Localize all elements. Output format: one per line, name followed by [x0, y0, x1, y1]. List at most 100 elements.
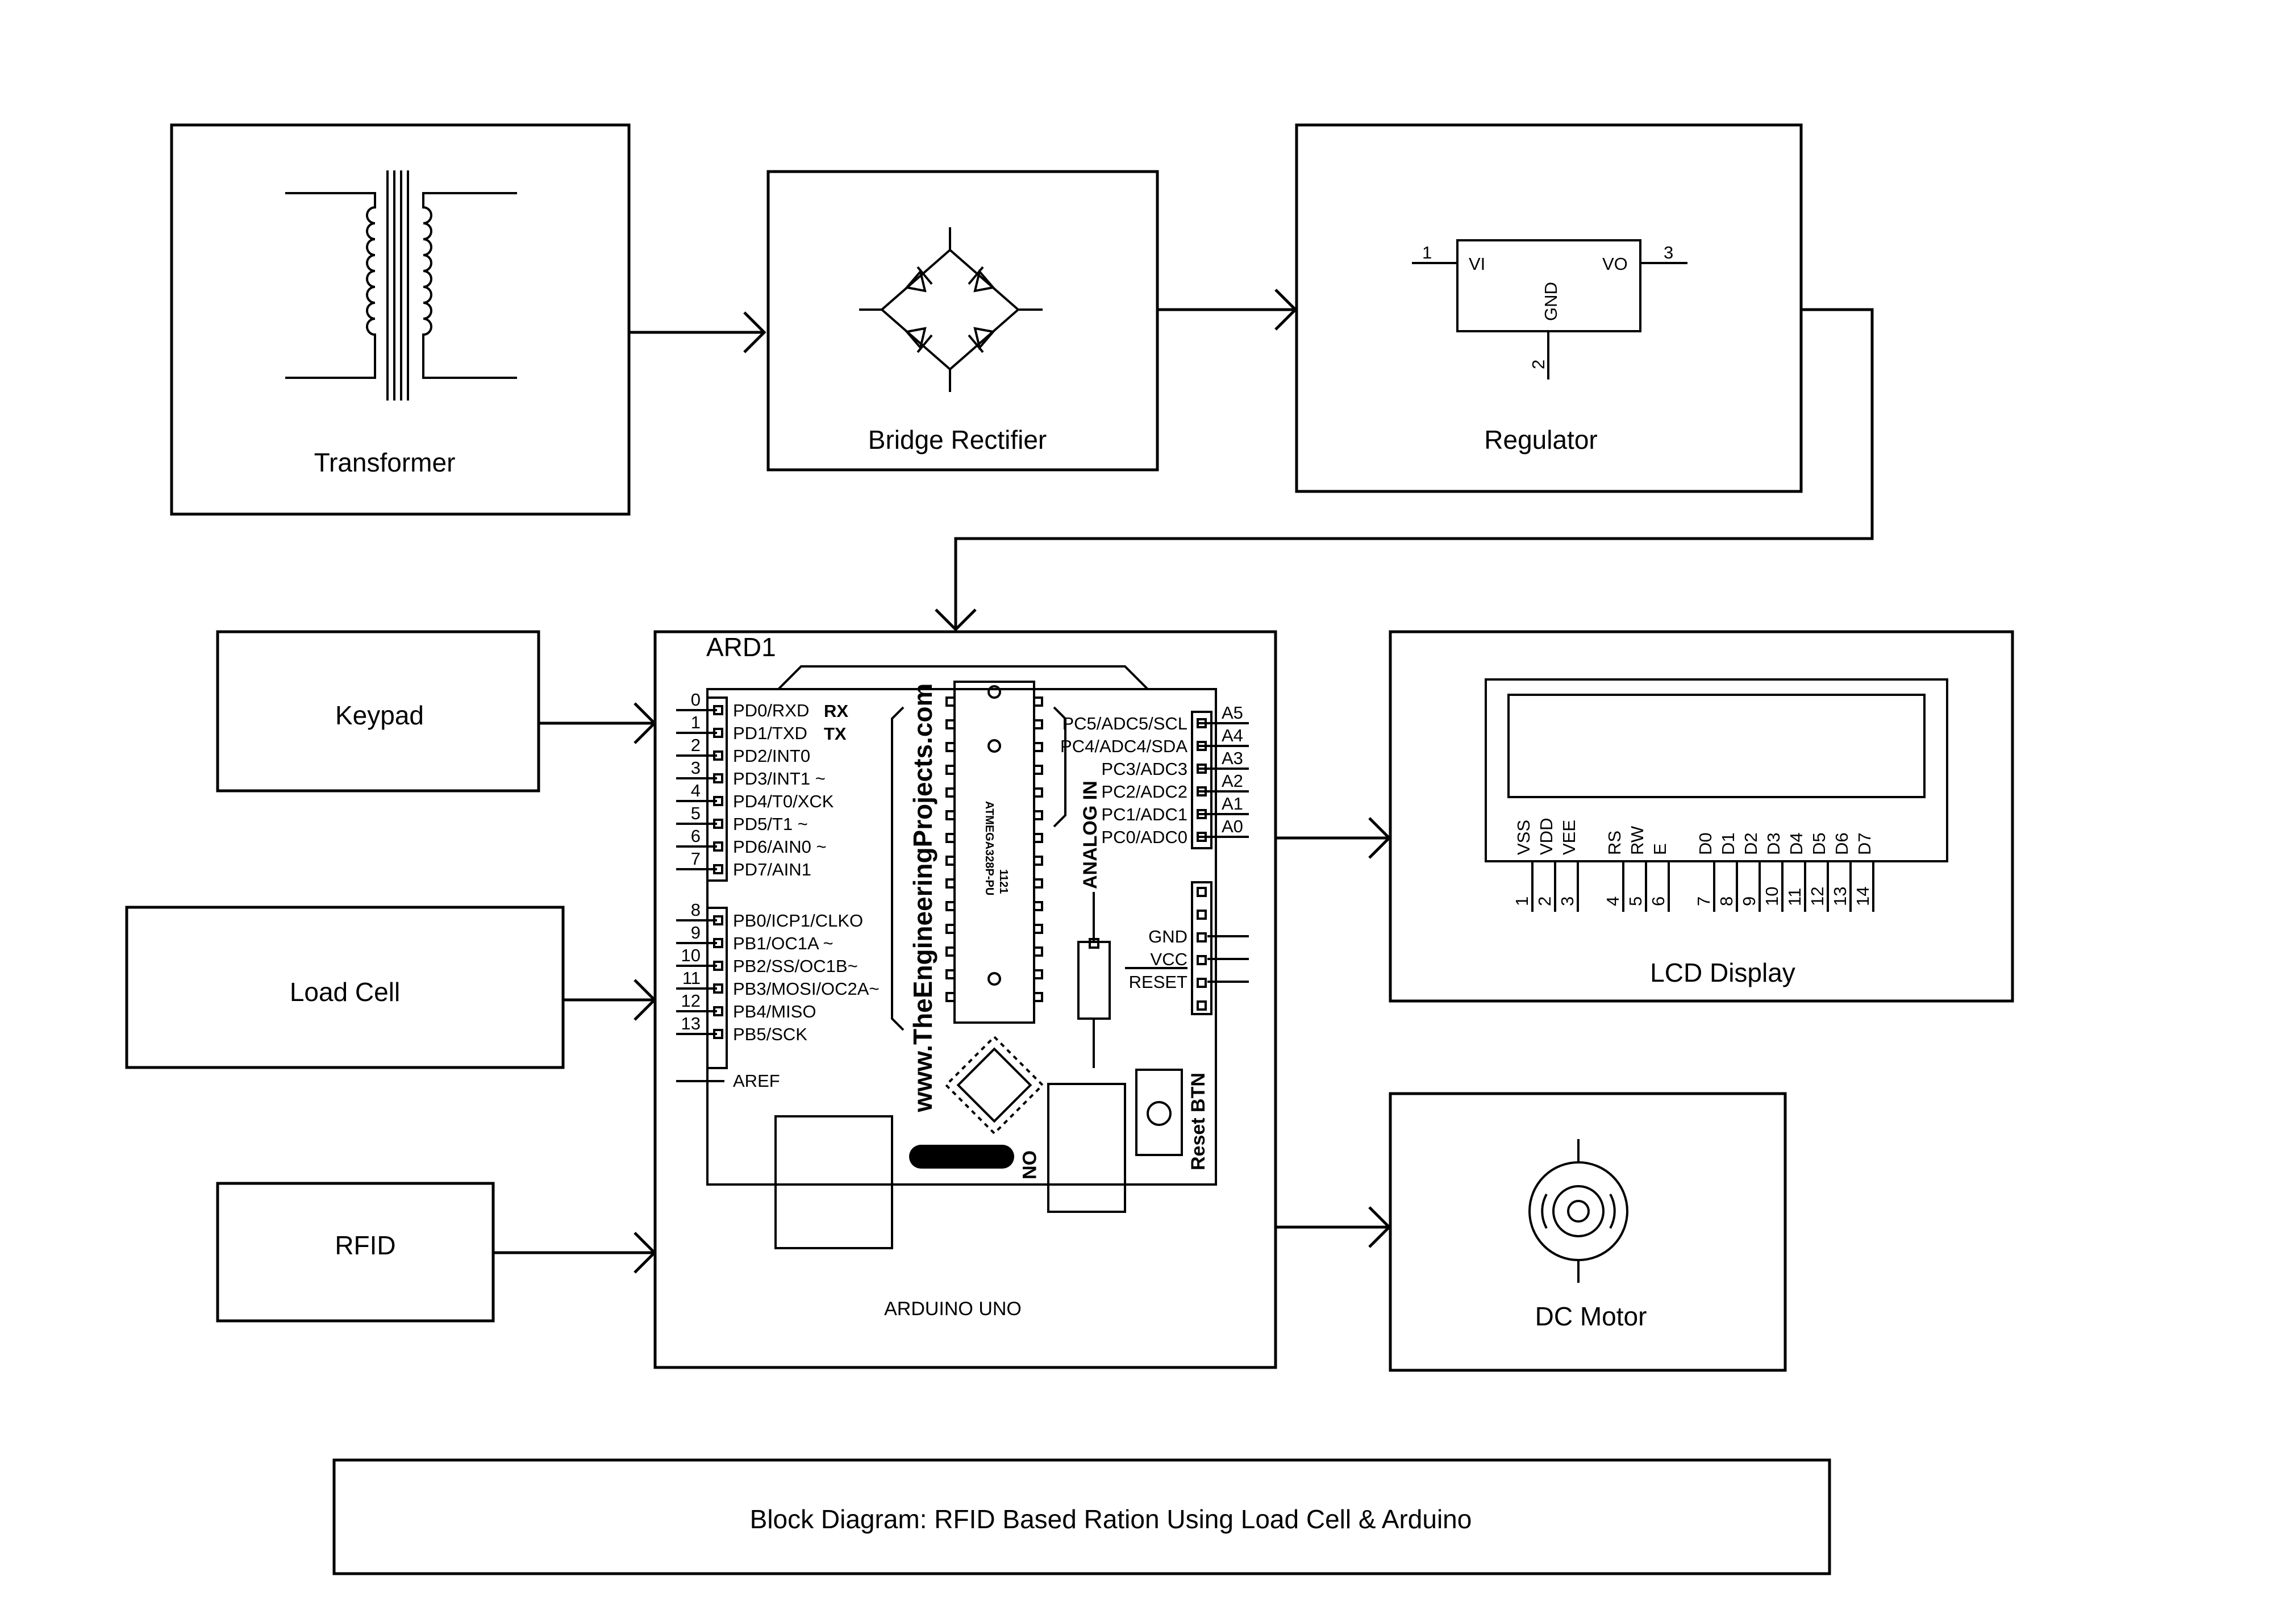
power-pin-label: GND: [1148, 927, 1187, 946]
lcd-pin-number: 11: [1785, 888, 1805, 906]
arrow-regulator-to-arduino: [935, 308, 1874, 632]
transformer-label: Transformer: [314, 448, 456, 477]
lcd-pin-number: 1: [1512, 896, 1532, 906]
regulator-pin-gnd: GND: [1541, 282, 1561, 321]
lcd-pin-e: E6: [1648, 843, 1670, 912]
crystal-component: [1077, 941, 1111, 1020]
chip-pin-right: [1033, 992, 1043, 1002]
digital-pin-label: PB4/MISO: [733, 1002, 816, 1021]
rx-label: RX: [824, 701, 848, 721]
digital-pin-label: PB1/OC1A ~: [733, 933, 834, 953]
digital-pin-number: 4: [691, 781, 701, 800]
analog-pin-number: A5: [1222, 703, 1243, 723]
regulator-icon: [1412, 239, 1687, 379]
lcd-pin-label: D1: [1718, 832, 1738, 855]
analog-pin-number: A0: [1222, 816, 1243, 836]
chip-pin-right: [1033, 878, 1043, 889]
lcd-pin-number: 12: [1807, 887, 1827, 906]
digital-pin-label: PD1/TXD: [733, 723, 807, 743]
arrow-load-cell-to-arduino: [563, 979, 657, 1021]
lcd-pin-label: D3: [1764, 832, 1784, 855]
lcd-pin-number: 4: [1603, 896, 1623, 906]
digital-pin-number: 5: [691, 803, 701, 823]
digital-pin-number: 11: [682, 968, 701, 988]
lcd-pin-rs: RS4: [1603, 831, 1624, 912]
bridge-rectifier-block: Bridge Rectifier: [766, 170, 1159, 472]
digital-pin-number: 9: [691, 923, 701, 942]
chip-pin-left: [945, 742, 956, 752]
lcd-pin-label: VSS: [1514, 820, 1534, 855]
lcd-pin-label: VDD: [1536, 818, 1556, 855]
usb-connector: [1047, 1083, 1126, 1213]
power-header-pin: [1197, 978, 1207, 988]
lcd-pin-label: E: [1650, 843, 1670, 855]
power-header-pin: [1197, 910, 1207, 920]
lcd-pin-header: VSS1VDD2VEE3RS4RW5E6D07D18D29D310D411D51…: [1512, 818, 1874, 912]
dc-motor-icon: [1528, 1139, 1628, 1283]
analog-pin-number: A3: [1222, 748, 1243, 768]
digital-pin-number: 3: [691, 758, 701, 778]
power-jack: [774, 1115, 893, 1249]
bridge-rectifier-label: Bridge Rectifier: [868, 425, 1047, 454]
chip-pin-right: [1033, 924, 1043, 934]
lcd-display-label: LCD Display: [1650, 958, 1795, 987]
chip-pin-left: [945, 856, 956, 866]
chip-pin-left: [945, 992, 956, 1002]
power-header-pin: [1197, 955, 1207, 965]
transformer-icon: [285, 170, 517, 401]
regulator-pin-vo: VO: [1602, 254, 1628, 274]
analog-pin-number: A2: [1222, 771, 1243, 791]
atmega-chip: [953, 681, 1035, 1024]
chip-pin-left: [945, 901, 956, 911]
digital-pin-number: 12: [681, 991, 701, 1011]
power-pin-reset: RESET: [1125, 967, 1249, 992]
chip-pin-left: [945, 787, 956, 798]
lcd-pin-d2: D29: [1739, 832, 1761, 912]
lcd-pin-d1: D18: [1716, 832, 1738, 912]
analog-pin-label: PC2/ADC2: [1101, 782, 1187, 802]
chip-code-label: 1121: [997, 869, 1010, 894]
lcd-pin-label: D6: [1832, 832, 1852, 855]
lcd-pin-label: D0: [1695, 832, 1715, 855]
chip-pin-right: [1033, 765, 1043, 775]
digital-pin-label: PB2/SS/OC1B~: [733, 956, 858, 976]
digital-pin-number: 10: [681, 945, 701, 965]
analog-in-label: ANALOG IN: [1080, 781, 1101, 889]
regulator-label: Regulator: [1484, 425, 1597, 454]
website-label: www.TheEngineeringProjects.com: [908, 683, 937, 1113]
digital-pin-label: PD6/AIN0 ~: [733, 837, 827, 857]
power-pin-label: VCC: [1151, 949, 1187, 969]
digital-pin-number: 1: [691, 712, 701, 732]
load-cell-label: Load Cell: [290, 977, 400, 1007]
digital-pin-label: PD3/INT1 ~: [733, 769, 826, 789]
lcd-pin-number: 9: [1739, 896, 1759, 906]
arrow-rfid-to-arduino: [493, 1232, 657, 1274]
lcd-pin-number: 3: [1557, 896, 1577, 906]
lcd-pin-label: D5: [1809, 832, 1829, 855]
dc-motor-label: DC Motor: [1535, 1302, 1647, 1331]
lcd-outline: [1485, 678, 1948, 862]
digital-pin-label: PD4/T0/XCK: [733, 791, 834, 811]
arduino-board-label: ARDUINO UNO: [884, 1298, 1022, 1320]
digital-pin-label: PD5/T1 ~: [733, 814, 808, 834]
chip-pins: [945, 697, 1043, 1002]
rfid-label: RFID: [335, 1231, 395, 1260]
chip-pin-left: [945, 969, 956, 979]
load-cell-block: Load Cell: [125, 906, 565, 1069]
